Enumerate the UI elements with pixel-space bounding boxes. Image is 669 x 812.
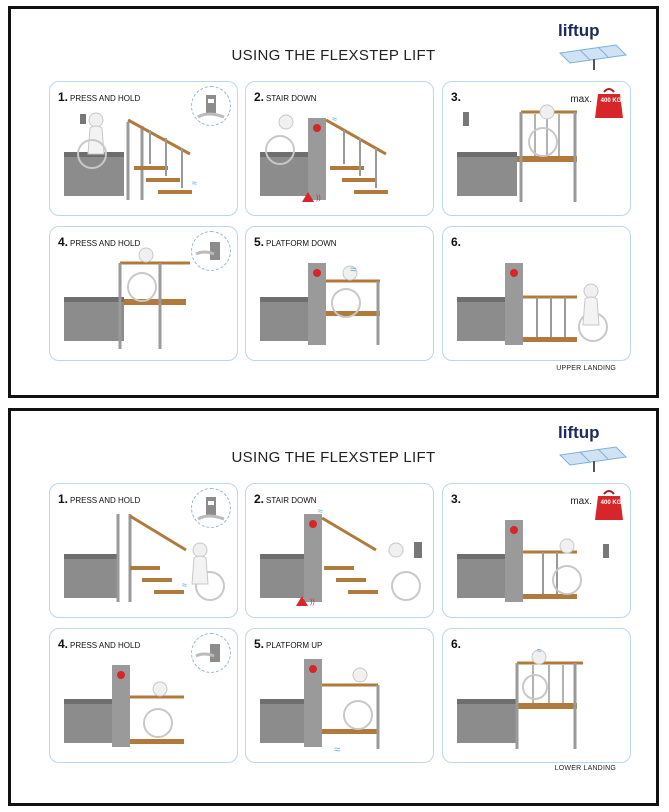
svg-text:≈: ≈ bbox=[332, 114, 337, 124]
weight-icon bbox=[595, 490, 623, 520]
step-panel-2: 2.STAIR DOWN )) ≈ bbox=[245, 483, 434, 618]
control-box-icon bbox=[195, 242, 220, 260]
stair-lower-illustration: ≈ bbox=[64, 514, 225, 602]
button-detail-inset bbox=[191, 231, 231, 271]
svg-text:≈: ≈ bbox=[334, 744, 340, 756]
step-panel-3: 3. max. 400 KG bbox=[442, 483, 631, 618]
press-and-hold-platform-illustration bbox=[64, 665, 184, 747]
svg-text:≈: ≈ bbox=[182, 580, 187, 590]
step-panel-6: 6. bbox=[442, 226, 631, 361]
sheet-title: USING THE FLEXSTEP LIFT bbox=[231, 449, 436, 466]
press-and-hold-platform-illustration bbox=[64, 247, 190, 349]
step-label: 4.PRESS AND HOLD bbox=[58, 235, 141, 249]
instruction-grid: 1.PRESS AND HOLD ≈ 2.STAIR DOWN bbox=[49, 81, 631, 361]
lower-landing-sheet: USING THE FLEXSTEP LIFT liftup 1.PRESS A… bbox=[8, 408, 659, 806]
step-panel-6: 6. ≈ bbox=[442, 628, 631, 763]
solar-panel-icon bbox=[558, 446, 628, 472]
stair-scene-illustration: ≈ bbox=[64, 112, 197, 200]
liftup-logo: liftup bbox=[558, 21, 628, 71]
svg-text:)): )) bbox=[310, 599, 315, 606]
landing-caption: LOWER LANDING bbox=[554, 765, 616, 772]
step-label: 6. bbox=[451, 235, 462, 249]
control-box-icon bbox=[197, 497, 225, 521]
step-label: 2.STAIR DOWN bbox=[254, 492, 317, 506]
sheet-title: USING THE FLEXSTEP LIFT bbox=[231, 47, 436, 64]
platform-boarding-illustration bbox=[457, 104, 577, 202]
step-panel-3: 3. max. 400 KG bbox=[442, 81, 631, 216]
button-detail-inset bbox=[191, 488, 231, 528]
step-label: 3. bbox=[451, 90, 462, 104]
step-panel-4: 4.PRESS AND HOLD bbox=[49, 226, 238, 361]
stair-down-illustration: )) ≈ bbox=[260, 114, 388, 202]
max-load-label: max. bbox=[570, 94, 592, 105]
step-panel-1: 1.PRESS AND HOLD ≈ bbox=[49, 483, 238, 618]
step-panel-2: 2.STAIR DOWN )) ≈ bbox=[245, 81, 434, 216]
exit-upper-illustration: ≈ bbox=[457, 646, 583, 749]
platform-down-illustration: ≈ bbox=[260, 263, 380, 345]
svg-text:≈: ≈ bbox=[318, 506, 323, 516]
upper-landing-sheet: USING THE FLEXSTEP LIFT liftup 1.PRESS A… bbox=[8, 6, 659, 398]
step-label: 1.PRESS AND HOLD bbox=[58, 492, 141, 506]
exit-lower-illustration bbox=[457, 263, 608, 345]
step-label: 5.PLATFORM UP bbox=[254, 637, 323, 651]
step-label: 1.PRESS AND HOLD bbox=[58, 90, 141, 104]
control-box-icon bbox=[197, 95, 225, 119]
weight-icon bbox=[595, 88, 623, 118]
landing-caption: UPPER LANDING bbox=[556, 365, 616, 372]
stair-down-illustration: )) ≈ bbox=[260, 506, 422, 606]
svg-text:≈: ≈ bbox=[350, 264, 356, 276]
weight-value: 400 KG bbox=[600, 500, 622, 506]
weight-value: 400 KG bbox=[600, 98, 622, 104]
step-label: 5.PLATFORM DOWN bbox=[254, 235, 337, 249]
solar-panel-icon bbox=[558, 44, 628, 70]
button-detail-inset bbox=[191, 633, 231, 673]
step-panel-1: 1.PRESS AND HOLD ≈ bbox=[49, 81, 238, 216]
step-label: 6. bbox=[451, 637, 462, 651]
step-label: 2.STAIR DOWN bbox=[254, 90, 317, 104]
instruction-grid: 1.PRESS AND HOLD ≈ 2.STAIR DOWN bbox=[49, 483, 631, 763]
svg-text:≈: ≈ bbox=[537, 646, 542, 655]
svg-text:)): )) bbox=[316, 195, 321, 202]
button-detail-inset bbox=[191, 86, 231, 126]
platform-up-illustration: ≈ bbox=[260, 659, 380, 756]
step-panel-5: 5.PLATFORM DOWN ≈ bbox=[245, 226, 434, 361]
platform-boarding-illustration bbox=[457, 520, 609, 602]
logo-text: liftup bbox=[558, 21, 600, 40]
control-box-icon bbox=[195, 644, 220, 662]
step-label: 4.PRESS AND HOLD bbox=[58, 637, 141, 651]
svg-text:≈: ≈ bbox=[192, 178, 197, 188]
step-label: 3. bbox=[451, 492, 462, 506]
logo-text: liftup bbox=[558, 423, 600, 442]
step-panel-5: 5.PLATFORM UP ≈ bbox=[245, 628, 434, 763]
step-panel-4: 4.PRESS AND HOLD bbox=[49, 628, 238, 763]
max-load-label: max. bbox=[570, 496, 592, 507]
liftup-logo: liftup bbox=[558, 423, 628, 473]
